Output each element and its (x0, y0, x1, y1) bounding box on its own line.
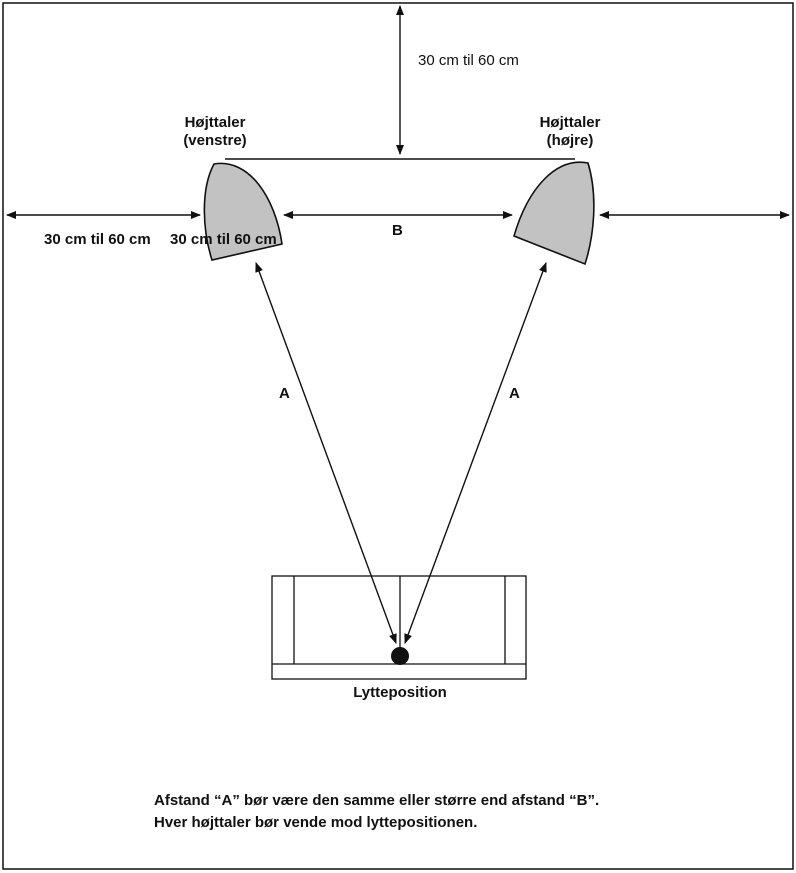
right-speaker-icon (513, 161, 595, 266)
left-speaker-label-line1: Højttaler (184, 114, 246, 131)
distance-b-label: B (392, 222, 403, 239)
placement-note-line2: Hver højttaler bør vende mod lyttepositi… (154, 814, 478, 831)
distance-a-left-arrow (255, 262, 397, 644)
right-speaker-label-line1: Højttaler (539, 114, 601, 131)
left-speaker-icon (203, 162, 283, 261)
right-speaker-label: Højttaler (højre) (520, 114, 620, 150)
placement-note-line1: Afstand “A” bør være den samme eller stø… (154, 792, 600, 809)
right-gap-label: 30 cm til 60 cm (170, 231, 277, 248)
listening-position-dot (391, 647, 409, 665)
top-gap-label: 30 cm til 60 cm (418, 52, 519, 69)
distance-a-left-label: A (279, 385, 290, 402)
placement-note: Afstand “A” bør være den samme eller stø… (154, 790, 599, 834)
left-gap-label: 30 cm til 60 cm (44, 231, 151, 248)
distance-a-right-arrow (404, 262, 547, 644)
left-speaker-label-line2: (venstre) (183, 132, 247, 149)
left-speaker-label: Højttaler (venstre) (165, 114, 265, 150)
listening-position-label: Lytteposition (353, 684, 447, 701)
distance-a-right-label: A (509, 385, 520, 402)
right-speaker-label-line2: (højre) (546, 132, 594, 149)
